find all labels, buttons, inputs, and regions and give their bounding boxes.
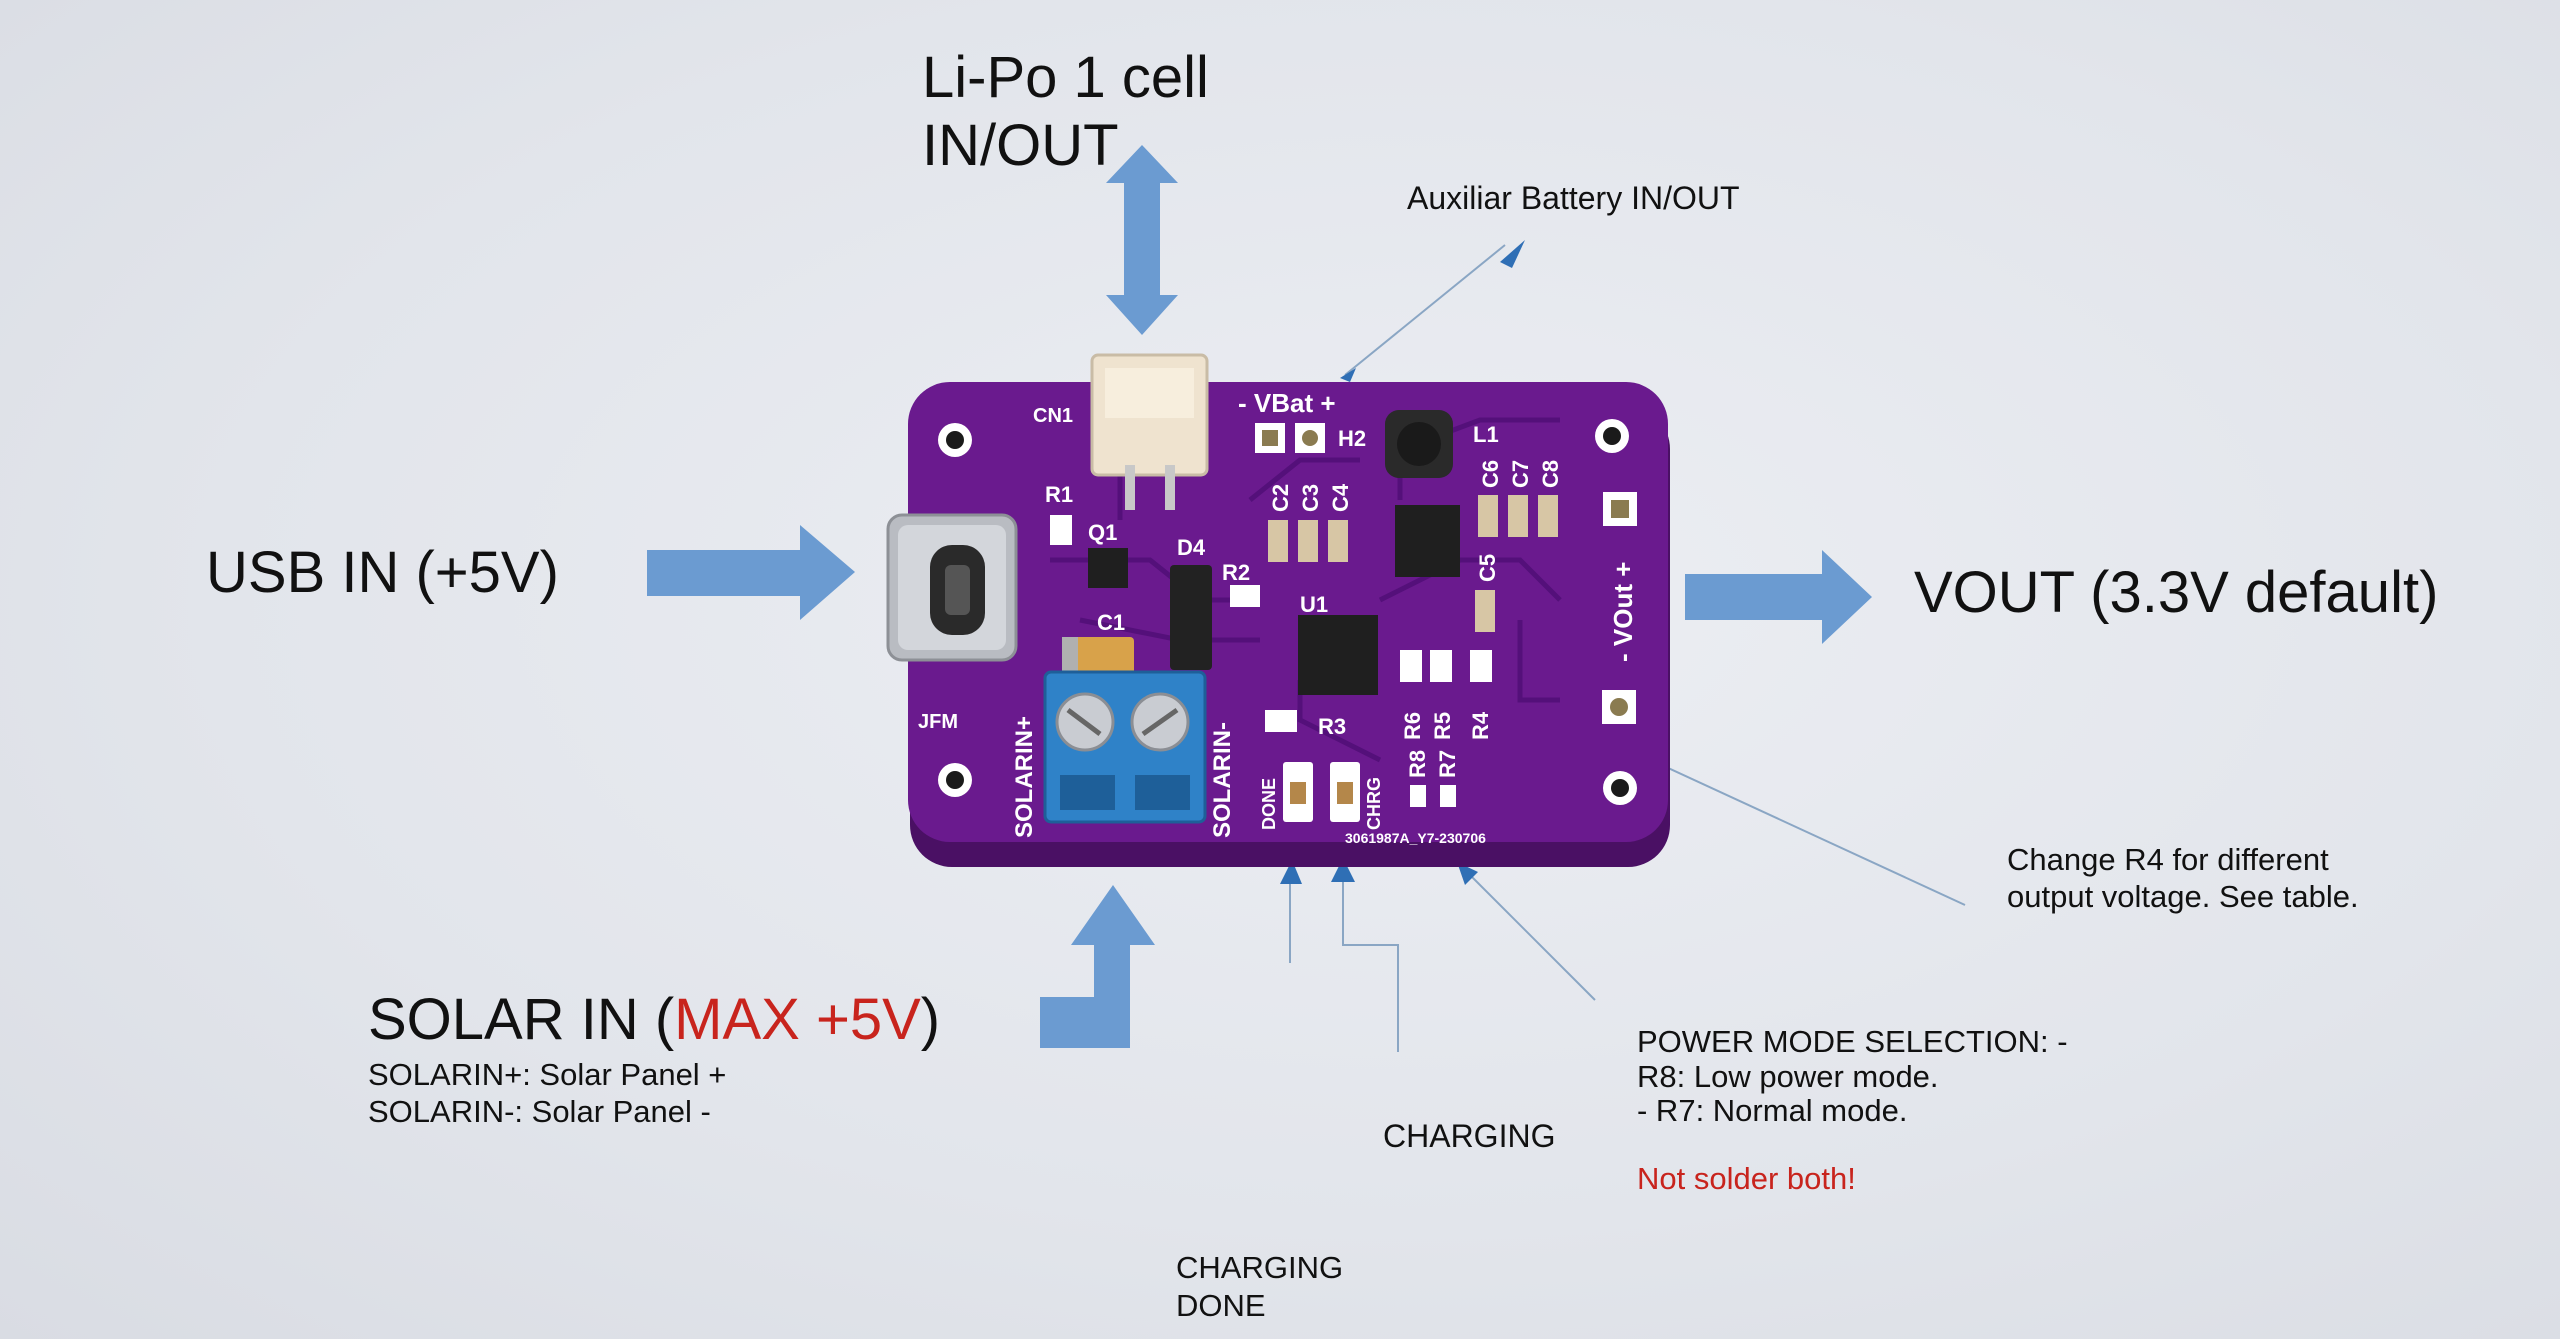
silk-cn1: CN1 xyxy=(1033,405,1073,427)
change-r4-line1: Change R4 for different xyxy=(2007,842,2329,877)
silk-h2: H2 xyxy=(1338,426,1366,451)
silk-c7: C7 xyxy=(1508,460,1533,488)
solar-in-max: MAX +5V xyxy=(674,987,921,1052)
solar-in-prefix: SOLAR IN ( xyxy=(368,987,675,1052)
lipo-label-line1: Li-Po 1 cell xyxy=(922,45,1209,110)
silk-r2: R2 xyxy=(1222,560,1250,585)
silk-r4: R4 xyxy=(1468,711,1493,740)
silk-solarin-plus: SOLARIN+ xyxy=(1011,716,1038,838)
vout-label: VOUT (3.3V default) xyxy=(1914,560,2439,625)
silk-r1: R1 xyxy=(1045,482,1073,507)
silk-board-id: 3061987A_Y7-230706 xyxy=(1345,830,1486,846)
silk-r8: R8 xyxy=(1405,750,1430,778)
silk-c4: C4 xyxy=(1328,483,1353,512)
silk-l1: L1 xyxy=(1473,422,1499,447)
silk-c5: C5 xyxy=(1475,554,1500,582)
power-mode-line3: - R7: Normal mode. xyxy=(1637,1093,1908,1128)
charging-done-arrowhead xyxy=(1280,860,1302,884)
silk-r3: R3 xyxy=(1318,714,1346,739)
solar-minus-note: SOLARIN-: Solar Panel - xyxy=(368,1094,711,1129)
silk-r6: R6 xyxy=(1400,712,1425,740)
change-r4-line2: output voltage. See table. xyxy=(2007,879,2359,914)
not-solder-warning: Not solder both! xyxy=(1637,1161,1856,1196)
silk-d4: D4 xyxy=(1177,535,1206,560)
solar-in-label: SOLAR IN (MAX +5V) xyxy=(368,987,940,1054)
solar-in-suffix: ) xyxy=(920,987,941,1052)
power-mode-line2: R8: Low power mode. xyxy=(1637,1059,1939,1094)
usb-in-label: USB IN (+5V) xyxy=(206,540,559,605)
silk-r7: R7 xyxy=(1435,750,1460,778)
solar-in-arrow xyxy=(1040,885,1155,1048)
silk-q1: Q1 xyxy=(1088,520,1117,545)
silk-u1: U1 xyxy=(1300,592,1328,617)
silk-jfm: JFM xyxy=(918,711,958,733)
power-mode-line1: POWER MODE SELECTION: - xyxy=(1637,1024,2068,1059)
silk-vertical-labels: C2 C3 C4 C6 C7 C8 C5 R6 R5 R4 R8 R7 - VO… xyxy=(1011,460,1638,838)
aux-battery-label: Auxiliar Battery IN/OUT xyxy=(1407,180,1740,216)
usb-in-arrow xyxy=(647,525,855,620)
silk-r5: R5 xyxy=(1430,712,1455,740)
silk-done: DONE xyxy=(1259,778,1279,830)
silk-c3: C3 xyxy=(1298,484,1323,512)
power-mode-arrowhead xyxy=(1457,862,1478,885)
silk-chrg: CHRG xyxy=(1364,777,1384,830)
aux-battery-arrowhead xyxy=(1500,240,1525,268)
silk-c2: C2 xyxy=(1268,484,1293,512)
charging-arrowhead xyxy=(1331,858,1355,882)
vbat-arrowhead xyxy=(1340,368,1356,382)
silk-c1: C1 xyxy=(1097,610,1125,635)
charging-done-line1: CHARGING xyxy=(1176,1250,1344,1285)
silk-vout: - VOut + xyxy=(1608,562,1638,662)
silk-c6: C6 xyxy=(1478,460,1503,488)
lipo-double-arrow xyxy=(1106,145,1178,335)
silk-c8: C8 xyxy=(1538,460,1563,488)
vout-arrow xyxy=(1685,550,1872,644)
silk-vbat: - VBat + xyxy=(1238,388,1336,418)
lipo-label-line2: IN/OUT xyxy=(922,113,1119,178)
solar-plus-note: SOLARIN+: Solar Panel + xyxy=(368,1057,727,1092)
pcb-board: CN1 - VBat + H2 L1 R1 Q1 D4 R2 C1 U1 R3 … xyxy=(886,353,1670,867)
charging-done-line2: DONE xyxy=(1176,1288,1266,1323)
silk-solarin-minus: SOLARIN- xyxy=(1209,722,1236,838)
charging-label: CHARGING xyxy=(1383,1118,1556,1154)
